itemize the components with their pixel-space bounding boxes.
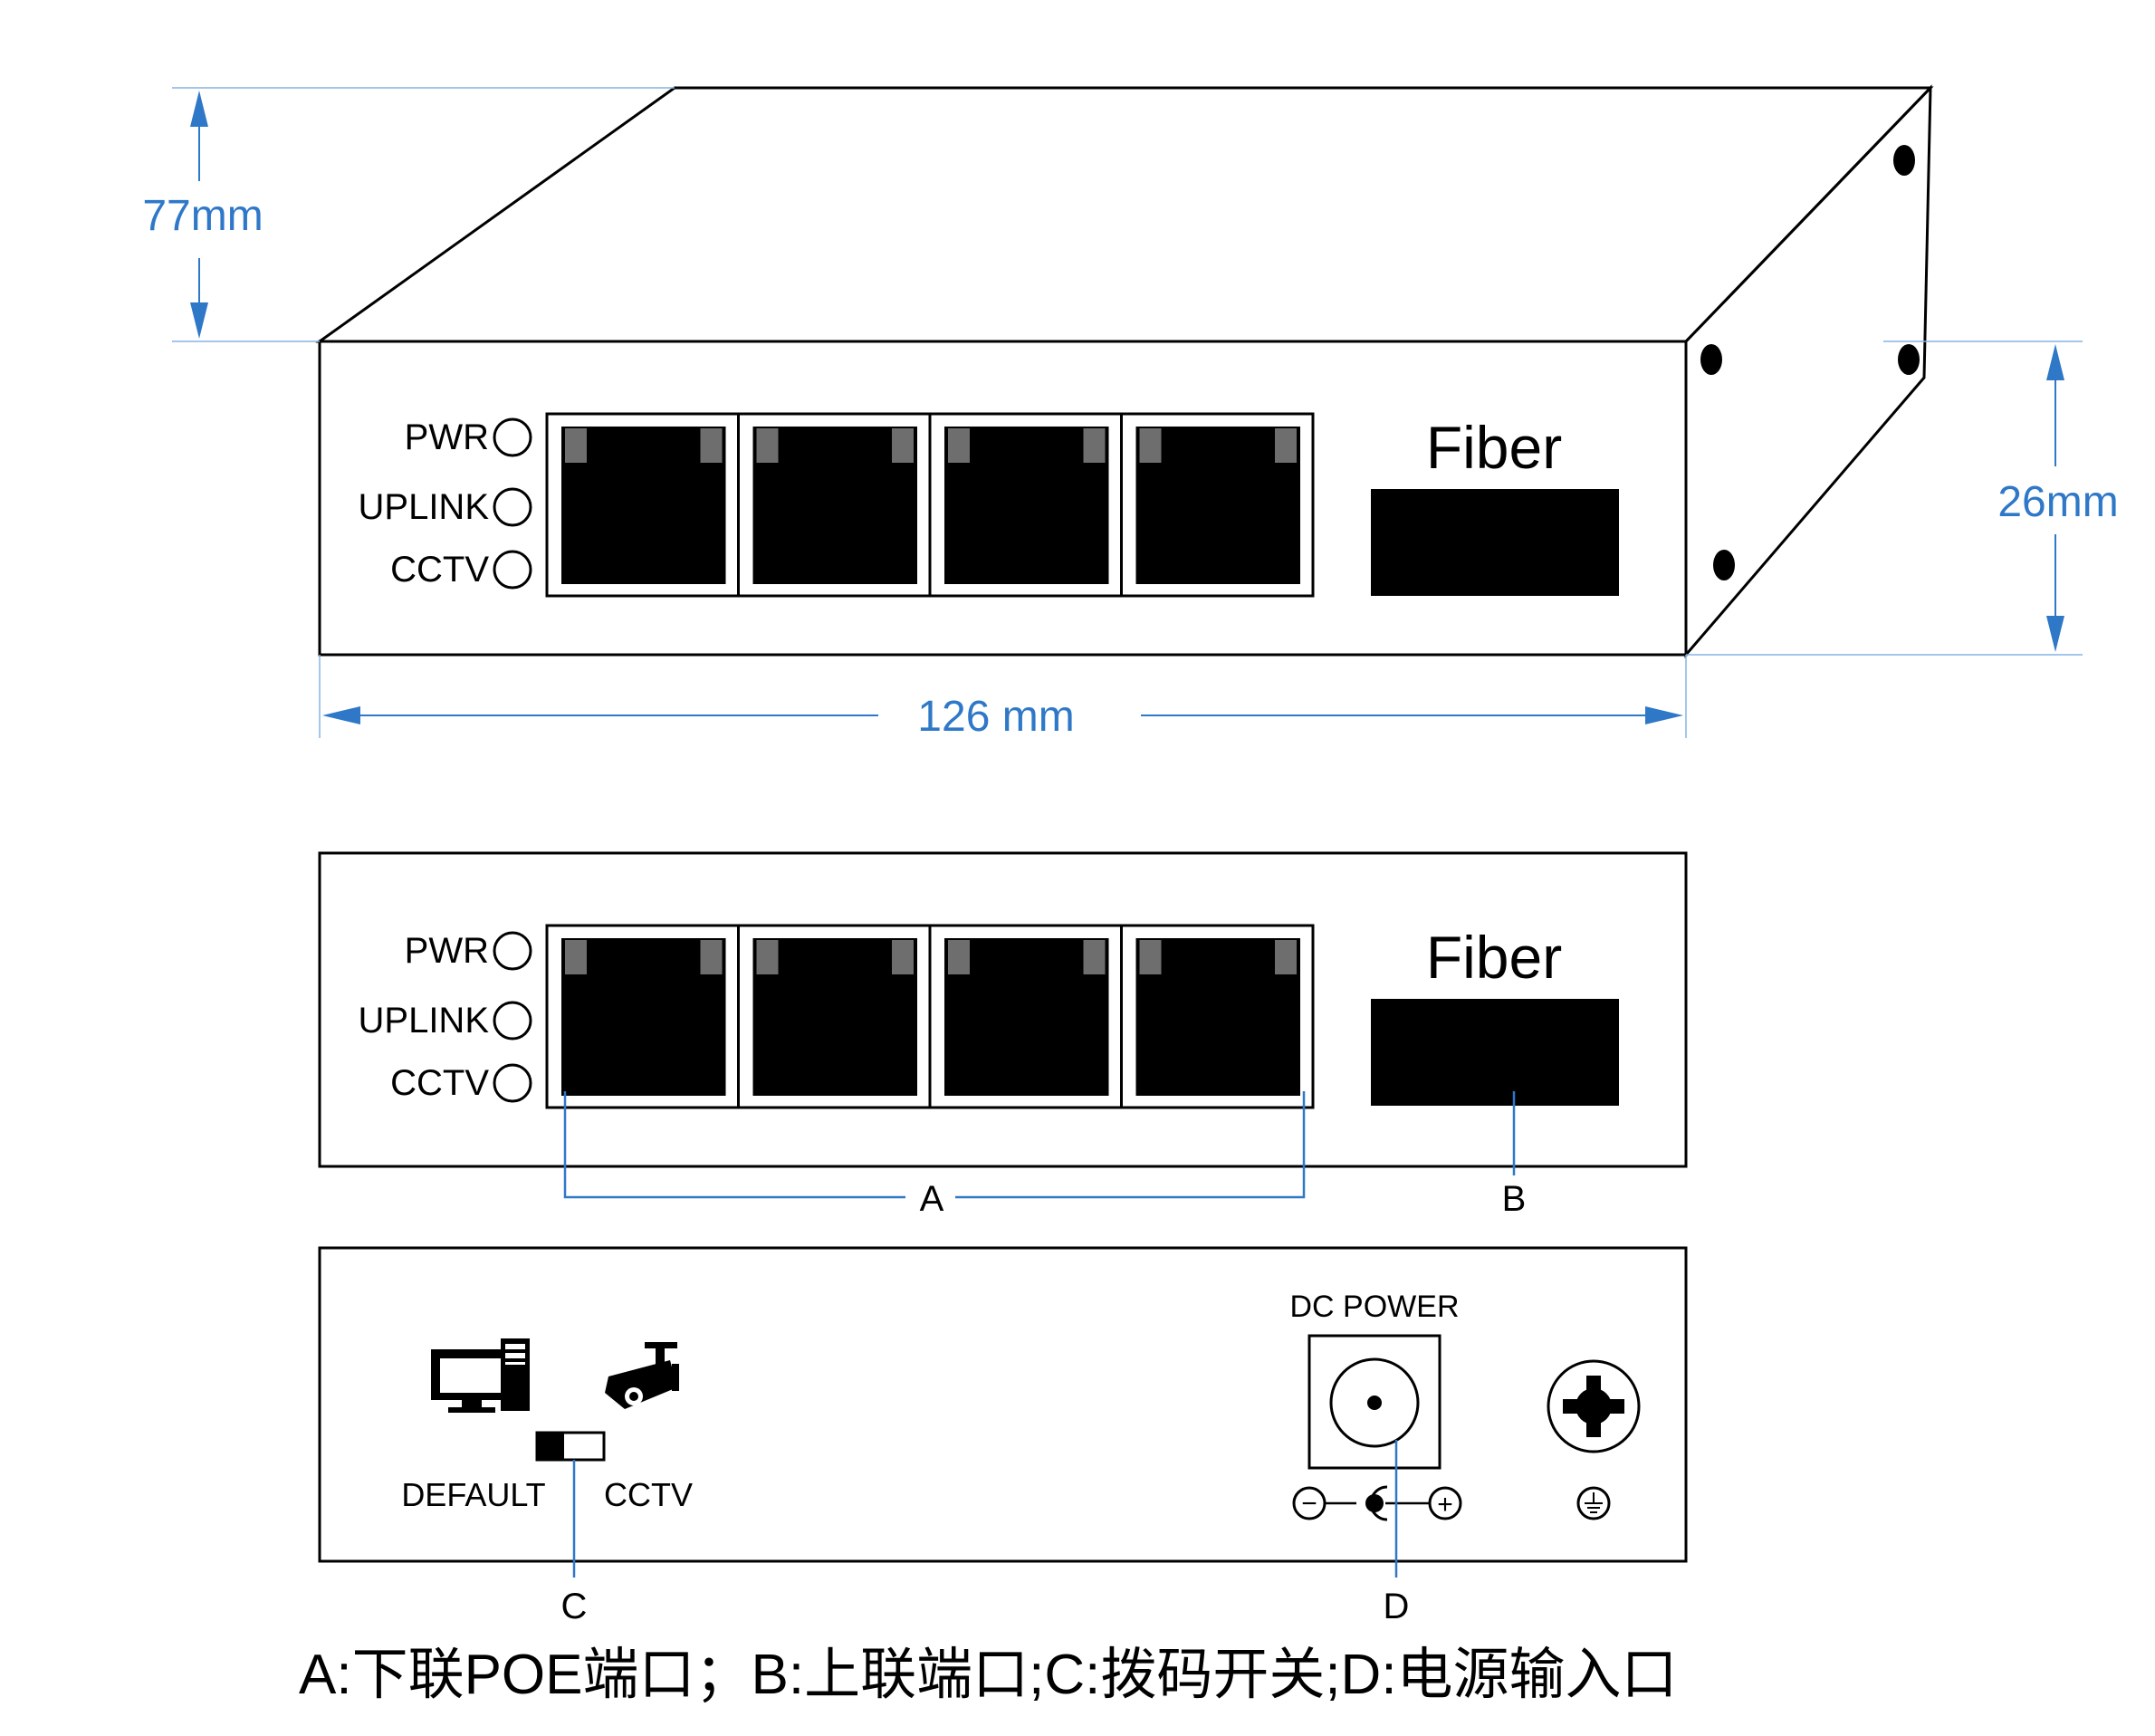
ground-symbol-icon [1576, 1486, 1611, 1520]
polarity-symbol: − + [1292, 1485, 1462, 1521]
rj45-port [1135, 938, 1300, 1096]
rj45-port-row [561, 926, 1300, 1108]
dc-jack-ring [1329, 1357, 1420, 1448]
rj45-port [1135, 427, 1300, 584]
side-screw-hole [1713, 550, 1735, 580]
front-panel-frame [318, 851, 1688, 1168]
rj45-port [944, 427, 1109, 584]
rj45-port-notch [1139, 428, 1162, 463]
led-label-uplink: UPLINK [359, 1001, 490, 1041]
callout-b: B [1502, 1179, 1527, 1219]
side-screw-hole [1893, 145, 1915, 176]
arrow-up [190, 91, 208, 127]
led-cctv [493, 550, 532, 590]
callout-c: C [561, 1587, 588, 1626]
switch-label-default: DEFAULT [401, 1476, 545, 1513]
led-cctv [493, 1063, 532, 1103]
callout-a-bracket [563, 1091, 1306, 1199]
fiber-label: Fiber [1426, 414, 1562, 481]
dimension-lines: 77mm 26mm 126 mm [142, 87, 2119, 741]
rj45-port [561, 938, 726, 1096]
rj45-port-notch [700, 940, 723, 974]
rear-panel-view: DEFAULT CCTV C DC POWER − + D [318, 1246, 1688, 1626]
led-label-cctv: CCTV [390, 1063, 489, 1103]
rj45-port [752, 427, 917, 584]
rj45-port-notch [1083, 428, 1106, 463]
rj45-port-notch [1139, 940, 1162, 974]
callout-d: D [1384, 1587, 1410, 1626]
led-pwr [493, 931, 532, 971]
dim-depth: 26mm [1997, 478, 2118, 526]
arrow-down [2046, 616, 2064, 652]
rj45-port-notch [756, 428, 779, 463]
dc-jack-pin [1367, 1396, 1382, 1410]
rear-panel-frame [318, 1246, 1688, 1563]
rj45-port-notch [948, 428, 970, 463]
case-front-face [318, 340, 1688, 657]
led-pwr [493, 417, 532, 457]
switch-label-cctv: CCTV [604, 1476, 693, 1513]
rj45-port-notch [1275, 940, 1297, 974]
arrow-up [2046, 344, 2064, 380]
arrow-right [1645, 706, 1683, 724]
rj45-port-notch [756, 940, 779, 974]
dip-switch-toggle [537, 1433, 564, 1460]
dc-power-label: DC POWER [1290, 1290, 1460, 1324]
rj45-port-notch [1083, 940, 1106, 974]
dc-jack-body [1307, 1334, 1441, 1470]
polarity-plus: + [1437, 1490, 1453, 1520]
dim-width: 126 mm [917, 693, 1074, 741]
polarity-minus: − [1301, 1489, 1317, 1519]
side-screw-hole [1898, 344, 1920, 375]
dim-height: 77mm [142, 192, 263, 240]
rj45-port [561, 427, 726, 584]
fiber-port [1371, 999, 1619, 1106]
rj45-port-notch [1275, 428, 1297, 463]
rj45-port-notch [892, 428, 914, 463]
ground-screw-icon [1547, 1359, 1641, 1453]
isometric-view: PWR UPLINK CCTV Fiber [315, 84, 1934, 659]
led-label-pwr: PWR [405, 931, 489, 971]
callout-a: A [920, 1179, 944, 1219]
rj45-port [752, 938, 917, 1096]
camera-icon [605, 1342, 679, 1409]
rj45-port-notch [700, 428, 723, 463]
fiber-port [1371, 489, 1619, 596]
led-label-cctv: CCTV [390, 550, 489, 590]
rj45-port-notch [565, 940, 587, 974]
led-group-top: PWR UPLINK CCTV [359, 417, 532, 590]
rj45-port [944, 938, 1109, 1096]
front-panel-view: PWR UPLINK CCTV Fiber A B [318, 851, 1688, 1219]
rj45-port-notch [948, 940, 970, 974]
side-screw-hole [1700, 344, 1722, 375]
led-label-pwr: PWR [405, 417, 489, 457]
rj45-port-notch [892, 940, 914, 974]
arrow-down [190, 302, 208, 339]
rj45-port-notch [565, 428, 587, 463]
arrow-left [322, 706, 360, 724]
led-uplink [493, 487, 532, 527]
rj45-port-row [561, 414, 1300, 596]
led-uplink [493, 1001, 532, 1041]
case-top-face [315, 86, 1934, 343]
computer-icon [431, 1338, 530, 1413]
fiber-label: Fiber [1426, 924, 1562, 991]
caption: A:下联POE端口；B:上联端口;C:拨码开关;D:电源输入口 [299, 1644, 1678, 1706]
led-label-uplink: UPLINK [359, 487, 490, 527]
